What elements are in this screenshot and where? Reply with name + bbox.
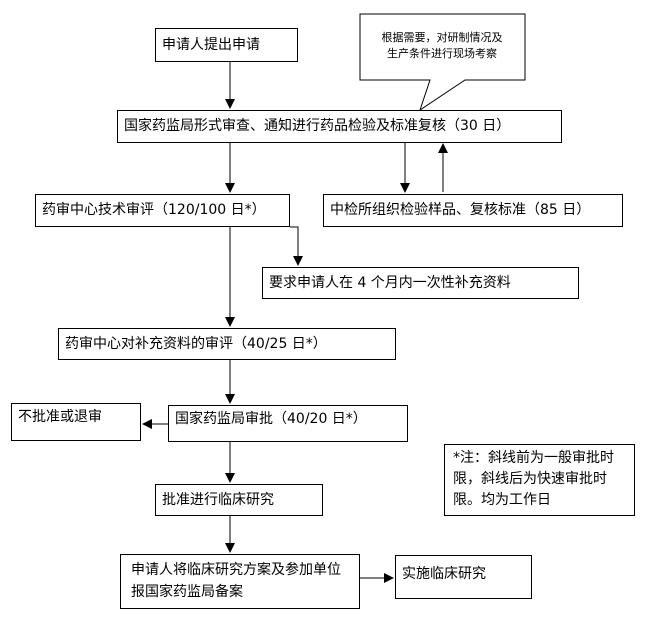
arrow-tech-to-supplement — [290, 226, 303, 266]
node-tech-review: 药审中心技术审评（120/100 日*） — [35, 194, 290, 227]
node-filing: 申请人将临床研究方案及参加单位报国家药监局备案 — [120, 554, 360, 609]
node-supplement-review: 药审中心对补充资料的审评（40/25 日*） — [58, 328, 396, 360]
node-apply: 申请人提出申请 — [155, 28, 298, 62]
callout-text: 根据需要，对研制情况及 生产条件进行现场考察 — [362, 30, 522, 62]
node-clinical-approved: 批准进行临床研究 — [155, 484, 323, 516]
node-reject: 不批准或退审 — [11, 403, 141, 441]
node-implement: 实施临床研究 — [395, 555, 532, 599]
callout-shape — [359, 13, 526, 112]
callout-line-1: 根据需要，对研制情况及 — [381, 31, 503, 44]
node-formal-review: 国家药监局形式审查、通知进行药品检验及标准复核（30 日） — [117, 110, 562, 143]
node-inspection: 中检所组织检验样品、复核标准（85 日） — [323, 194, 623, 227]
callout-line-2: 生产条件进行现场考察 — [387, 47, 497, 60]
node-supplement-request: 要求申请人在 4 个月内一次性补充资料 — [262, 267, 579, 299]
node-note: *注：斜线前为一般审批时限，斜线后为快速审批时限。均为工作日 — [444, 444, 635, 516]
node-approval: 国家药监局审批（40/20 日*） — [168, 405, 408, 442]
